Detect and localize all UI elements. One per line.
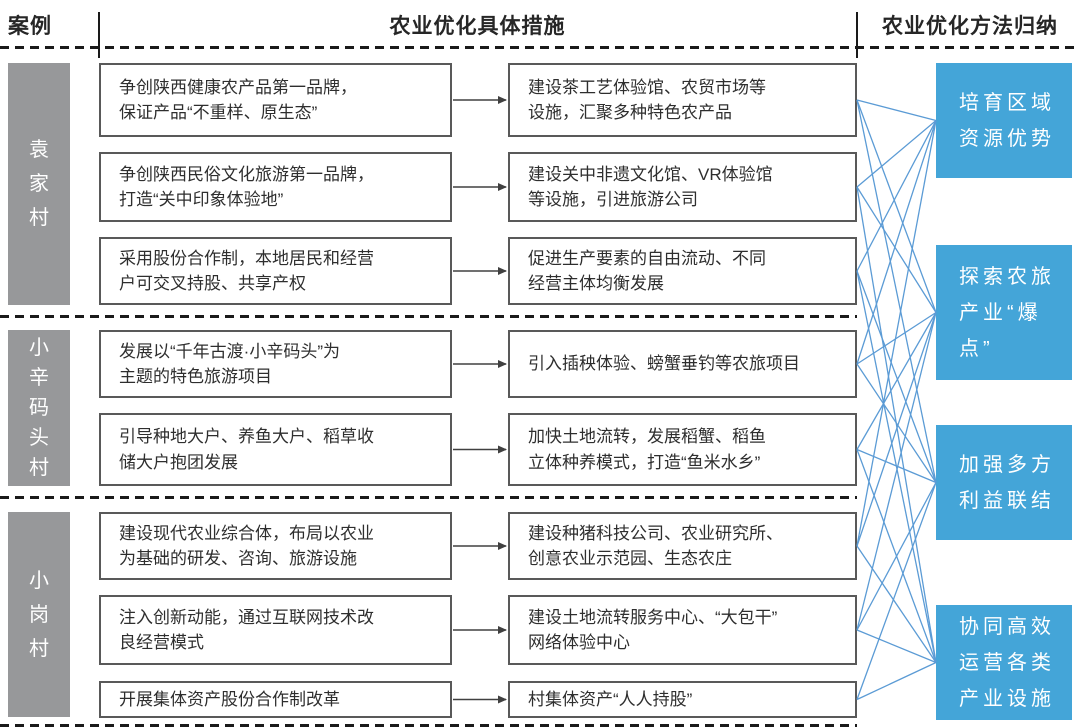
section-dashed-rule-2 bbox=[0, 496, 857, 499]
bottom-dashed-rule bbox=[0, 724, 857, 727]
measure-box: 争创陕西健康农产品第一品牌， 保证产品“不重样、原生态” bbox=[99, 63, 452, 137]
measure-box: 发展以“千年古渡·小辛码头”为 主题的特色旅游项目 bbox=[99, 330, 452, 398]
measure-box: 争创陕西民俗文化旅游第一品牌， 打造“关中印象体验地” bbox=[99, 152, 452, 222]
method-box-agritourism-hotspots: 探索农旅 产业“爆 点” bbox=[936, 245, 1072, 380]
result-box: 引入插秧体验、螃蟹垂钓等农旅项目 bbox=[508, 330, 857, 398]
result-box: 建设关中非遗文化馆、VR体验馆 等设施，引进旅游公司 bbox=[508, 152, 857, 222]
result-box: 村集体资产“人人持股” bbox=[508, 681, 857, 718]
measure-box: 采用股份合作制，本地居民和经营 户可交叉持股、共享产权 bbox=[99, 237, 452, 305]
case-box-xiaoxinmatoucun: 小辛码头村 bbox=[8, 330, 70, 486]
header-divider-right bbox=[856, 12, 858, 58]
result-box: 建设种猪科技公司、农业研究所、 创意农业示范园、生态农庄 bbox=[508, 512, 857, 580]
method-box-interest-linkage: 加强多方 利益联结 bbox=[936, 425, 1072, 540]
measure-box: 开展集体资产股份合作制改革 bbox=[99, 681, 452, 718]
case-box-yuanjiacun: 袁家村 bbox=[8, 63, 70, 305]
measure-result-arrows bbox=[453, 96, 507, 704]
method-box-regional-resources: 培育区域 资源优势 bbox=[936, 63, 1072, 178]
measure-box: 建设现代农业综合体，布局以农业 为基础的研发、咨询、旅游设施 bbox=[99, 512, 452, 580]
result-box: 建设茶工艺体验馆、农贸市场等 设施，汇聚多种特色农产品 bbox=[508, 63, 857, 137]
header-dashed-rule bbox=[0, 46, 1080, 49]
section-dashed-rule-1 bbox=[0, 315, 857, 318]
result-box: 促进生产要素的自由流动、不同 经营主体均衡发展 bbox=[508, 237, 857, 305]
case-box-xiaogangcun: 小岗村 bbox=[8, 512, 70, 717]
column-header-case: 案例 bbox=[8, 15, 52, 38]
result-box: 加快土地流转，发展稻蟹、稻鱼 立体种养模式，打造“鱼米水乡” bbox=[508, 413, 857, 486]
result-box: 建设土地流转服务中心、“大包干” 网络体验中心 bbox=[508, 595, 857, 665]
column-header-methods: 农业优化方法归纳 bbox=[882, 15, 1058, 38]
header-divider-left bbox=[98, 12, 100, 58]
column-header-measures: 农业优化具体措施 bbox=[389, 15, 566, 38]
method-connection-lines bbox=[856, 99, 937, 701]
measure-box: 注入创新动能，通过互联网技术改 良经营模式 bbox=[99, 595, 452, 665]
measure-box: 引导种地大户、养鱼大户、稻草收 储大户抱团发展 bbox=[99, 413, 452, 486]
method-box-facility-operation: 协同高效 运营各类 产业设施 bbox=[936, 605, 1072, 720]
